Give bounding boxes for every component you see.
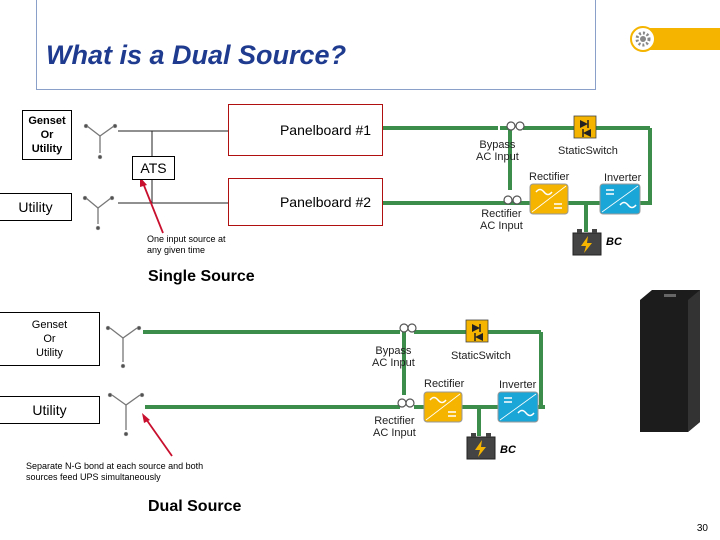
bypass-line: Bypass — [375, 345, 412, 357]
source-label: Utility — [18, 199, 53, 215]
source-label-line: Genset — [28, 115, 66, 127]
panelboard-2: Panelboard #2 — [228, 178, 383, 226]
dual-annotation-note: Separate N-G bond at each source and bot… — [26, 461, 203, 483]
static-switch-label: StaticSwitch — [558, 145, 618, 157]
note-line: any given time — [147, 245, 206, 255]
source-label-line: Utility — [31, 143, 63, 155]
breaker-icon — [503, 121, 525, 205]
bc-label: BC — [606, 236, 622, 248]
annotation-note: One input source at any given time — [147, 234, 226, 256]
transformer-icon — [105, 325, 142, 369]
ats-lines — [118, 130, 228, 204]
breaker-icon — [397, 323, 417, 408]
source-label-line: Genset — [31, 319, 68, 331]
battery-icon — [466, 433, 496, 460]
static-switch-icon — [465, 319, 489, 343]
page-title: What is a Dual Source? — [46, 40, 347, 70]
source-label-line: Utility — [36, 347, 63, 359]
transformer-icon — [107, 392, 145, 437]
source-label-line: Or — [40, 129, 54, 141]
rectifier-icon — [423, 391, 463, 423]
rectifier-input-line: Rectifier — [374, 415, 415, 427]
header-rule-right — [595, 0, 596, 90]
header-rule-bottom — [36, 89, 596, 90]
page-number: 30 — [696, 523, 708, 534]
static-switch-icon — [573, 115, 597, 139]
bus-line — [143, 330, 545, 436]
battery-icon — [572, 229, 602, 256]
panelboard-1: Panelboard #1 — [228, 104, 383, 156]
rectifier-icon — [529, 183, 569, 215]
dual-static-switch-label: StaticSwitch — [451, 350, 511, 362]
transformer-icon — [82, 195, 115, 231]
ups-cabinet — [640, 290, 700, 432]
dual-source-utility-box: Utility — [0, 396, 100, 424]
dual-bc-label: BC — [500, 444, 516, 456]
source-utility-box: Utility — [0, 193, 72, 221]
source-label: Utility — [32, 402, 67, 418]
bypass-line: Bypass — [479, 139, 516, 151]
dual-source-heading: Dual Source — [148, 498, 242, 515]
inverter-label: Inverter — [604, 172, 642, 184]
source-label-line: Or — [43, 333, 56, 345]
bypass-line: AC Input — [476, 151, 519, 163]
inverter-icon — [497, 391, 539, 423]
note-line: sources feed UPS simultaneously — [26, 472, 161, 482]
transformer-icon — [83, 123, 118, 160]
header-rule-left — [36, 0, 37, 90]
ats-box: ATS — [132, 156, 175, 180]
panelboard-label: Panelboard #1 — [279, 122, 372, 138]
rectifier-input-line: AC Input — [373, 427, 416, 439]
gear-icon — [630, 26, 656, 52]
note-line: Separate N-G bond at each source and bot… — [26, 461, 204, 471]
dual-rectifier-label: Rectifier — [424, 378, 465, 390]
inverter-icon — [599, 183, 641, 215]
annotation-arrow — [142, 413, 173, 457]
note-line: One input source at — [147, 234, 226, 244]
rectifier-input-line: Rectifier — [481, 208, 522, 220]
dual-inverter-label: Inverter — [499, 379, 537, 391]
single-source-heading: Single Source — [148, 268, 255, 285]
panelboard-label: Panelboard #2 — [279, 194, 372, 210]
ats-label: ATS — [140, 160, 167, 176]
rectifier-label: Rectifier — [529, 171, 570, 183]
rectifier-input-line: AC Input — [480, 220, 523, 232]
bypass-line: AC Input — [372, 357, 415, 369]
